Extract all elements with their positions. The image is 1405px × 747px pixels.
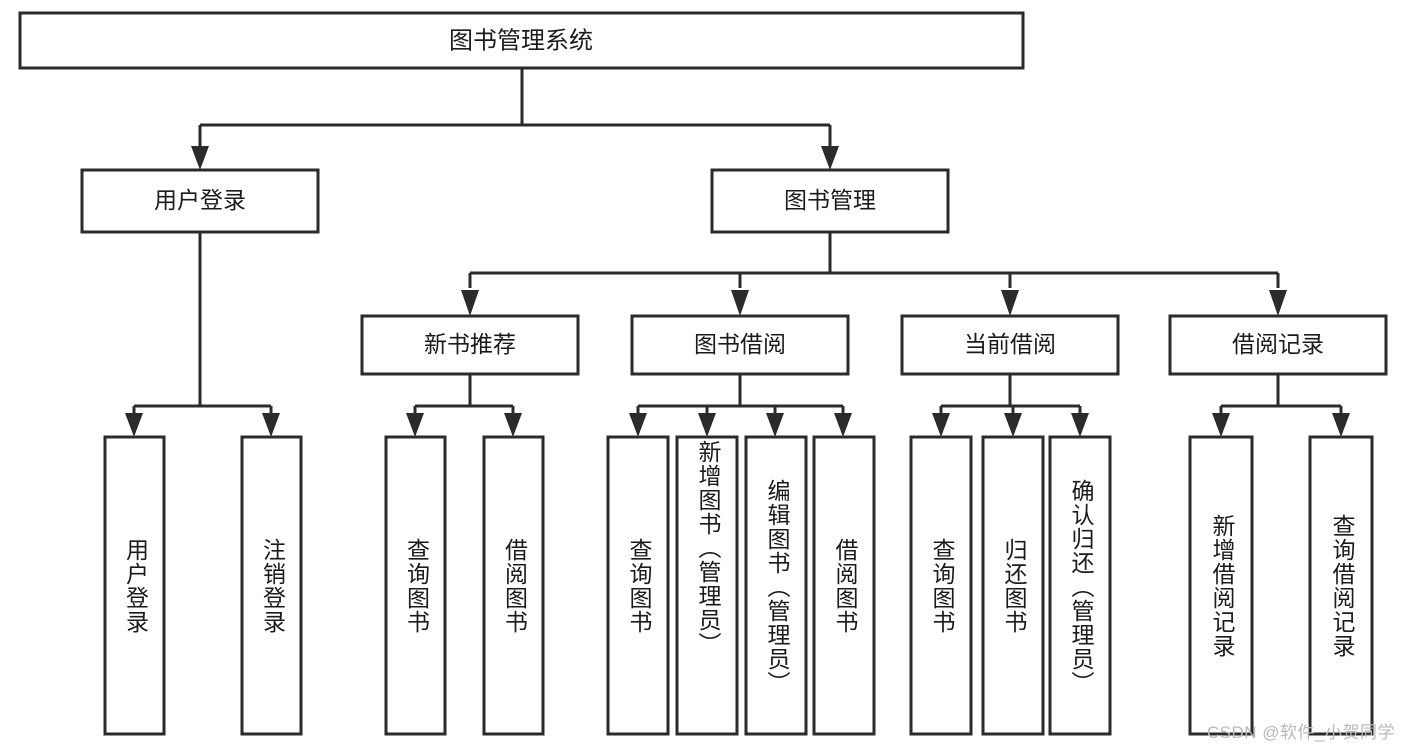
node-book-borrow-label: 图书借阅 bbox=[694, 331, 786, 357]
node-user-login-label: 用户登录 bbox=[154, 187, 246, 213]
node-new-book-recommend[interactable]: 新书推荐 bbox=[360, 314, 580, 376]
node-new-book-recommend-label: 新书推荐 bbox=[424, 331, 516, 357]
connector-userlogin-bus bbox=[132, 232, 273, 419]
arrow-borrow-to-leaf-1 bbox=[629, 413, 647, 437]
node-borrow-record-box[interactable] bbox=[1168, 314, 1388, 376]
leaf-box-add-book-admin[interactable] bbox=[675, 435, 739, 736]
node-current-borrow-label: 当前借阅 bbox=[964, 331, 1056, 357]
arrow-borrow-to-leaf-3 bbox=[766, 413, 784, 437]
arrow-record-to-leaf-2 bbox=[1332, 413, 1350, 437]
arrow-root-to-user-login bbox=[191, 146, 209, 170]
arrow-borrow-to-leaf-2 bbox=[698, 413, 716, 437]
leaf-box-add-record[interactable] bbox=[1188, 435, 1254, 736]
node-user-login[interactable]: 用户登录 bbox=[80, 168, 320, 234]
arrow-newbook-to-leaf-2 bbox=[504, 413, 522, 437]
connector-borrow-bus bbox=[636, 374, 845, 419]
arrow-bookmanage-to-record bbox=[1269, 290, 1287, 316]
leaf-box-borrow-book-bb[interactable] bbox=[812, 435, 876, 736]
leaf-box-return-book[interactable] bbox=[981, 435, 1045, 736]
connector-record-bus bbox=[1219, 374, 1343, 419]
node-current-borrow-box[interactable] bbox=[900, 314, 1120, 376]
leaf-box-borrow-book-nb[interactable] bbox=[482, 435, 545, 736]
csdn-watermark: CSDN @软件_小贺同学 bbox=[1206, 723, 1395, 742]
arrow-borrow-to-leaf-4 bbox=[834, 413, 852, 437]
connector-layer bbox=[125, 68, 1350, 437]
arrow-root-to-book-manage bbox=[821, 146, 839, 170]
arrow-userlogin-to-leaf-1 bbox=[125, 413, 143, 437]
node-book-management-label: 图书管理 bbox=[784, 187, 876, 213]
node-root-box[interactable] bbox=[18, 11, 1025, 70]
node-root[interactable]: 图书管理系统 bbox=[18, 11, 1025, 70]
leaf-box-logout[interactable] bbox=[240, 435, 303, 736]
leaf-box-confirm-return[interactable] bbox=[1048, 435, 1112, 736]
arrow-bookmanage-to-newbook bbox=[461, 290, 479, 316]
node-borrow-record-label: 借阅记录 bbox=[1232, 331, 1324, 357]
leaf-box-user-login[interactable] bbox=[103, 435, 166, 736]
leaf-box-edit-book-admin[interactable] bbox=[744, 435, 808, 736]
leaf-box-query-record[interactable] bbox=[1308, 435, 1374, 736]
node-root-label: 图书管理系统 bbox=[449, 27, 593, 54]
connector-current-bus bbox=[939, 374, 1082, 419]
arrow-bookmanage-to-borrow bbox=[731, 290, 749, 316]
node-book-management-box[interactable] bbox=[710, 168, 950, 234]
connector-bookmanage-bus bbox=[468, 232, 1280, 288]
arrow-record-to-leaf-1 bbox=[1212, 413, 1230, 437]
leaf-box-query-book-nb[interactable] bbox=[384, 435, 447, 736]
arrow-newbook-to-leaf-1 bbox=[406, 413, 424, 437]
node-new-book-recommend-box[interactable] bbox=[360, 314, 580, 376]
arrow-current-to-leaf-1 bbox=[932, 413, 950, 437]
leaf-box-query-book-cb[interactable] bbox=[909, 435, 973, 736]
arrow-bookmanage-to-current bbox=[1001, 290, 1019, 316]
node-book-borrow[interactable]: 图书借阅 bbox=[630, 314, 850, 376]
leaf-box-query-book-bb[interactable] bbox=[606, 435, 670, 736]
arrow-current-to-leaf-2 bbox=[1004, 413, 1022, 437]
node-current-borrow[interactable]: 当前借阅 bbox=[900, 314, 1120, 376]
connector-root-bus bbox=[198, 68, 832, 152]
arrow-current-to-leaf-3 bbox=[1071, 413, 1089, 437]
node-borrow-record[interactable]: 借阅记录 bbox=[1168, 314, 1388, 376]
arrow-userlogin-to-leaf-2 bbox=[262, 413, 280, 437]
connector-newbook-bus bbox=[413, 374, 515, 419]
node-book-borrow-box[interactable] bbox=[630, 314, 850, 376]
node-book-management[interactable]: 图书管理 bbox=[710, 168, 950, 234]
node-user-login-box[interactable] bbox=[80, 168, 320, 234]
